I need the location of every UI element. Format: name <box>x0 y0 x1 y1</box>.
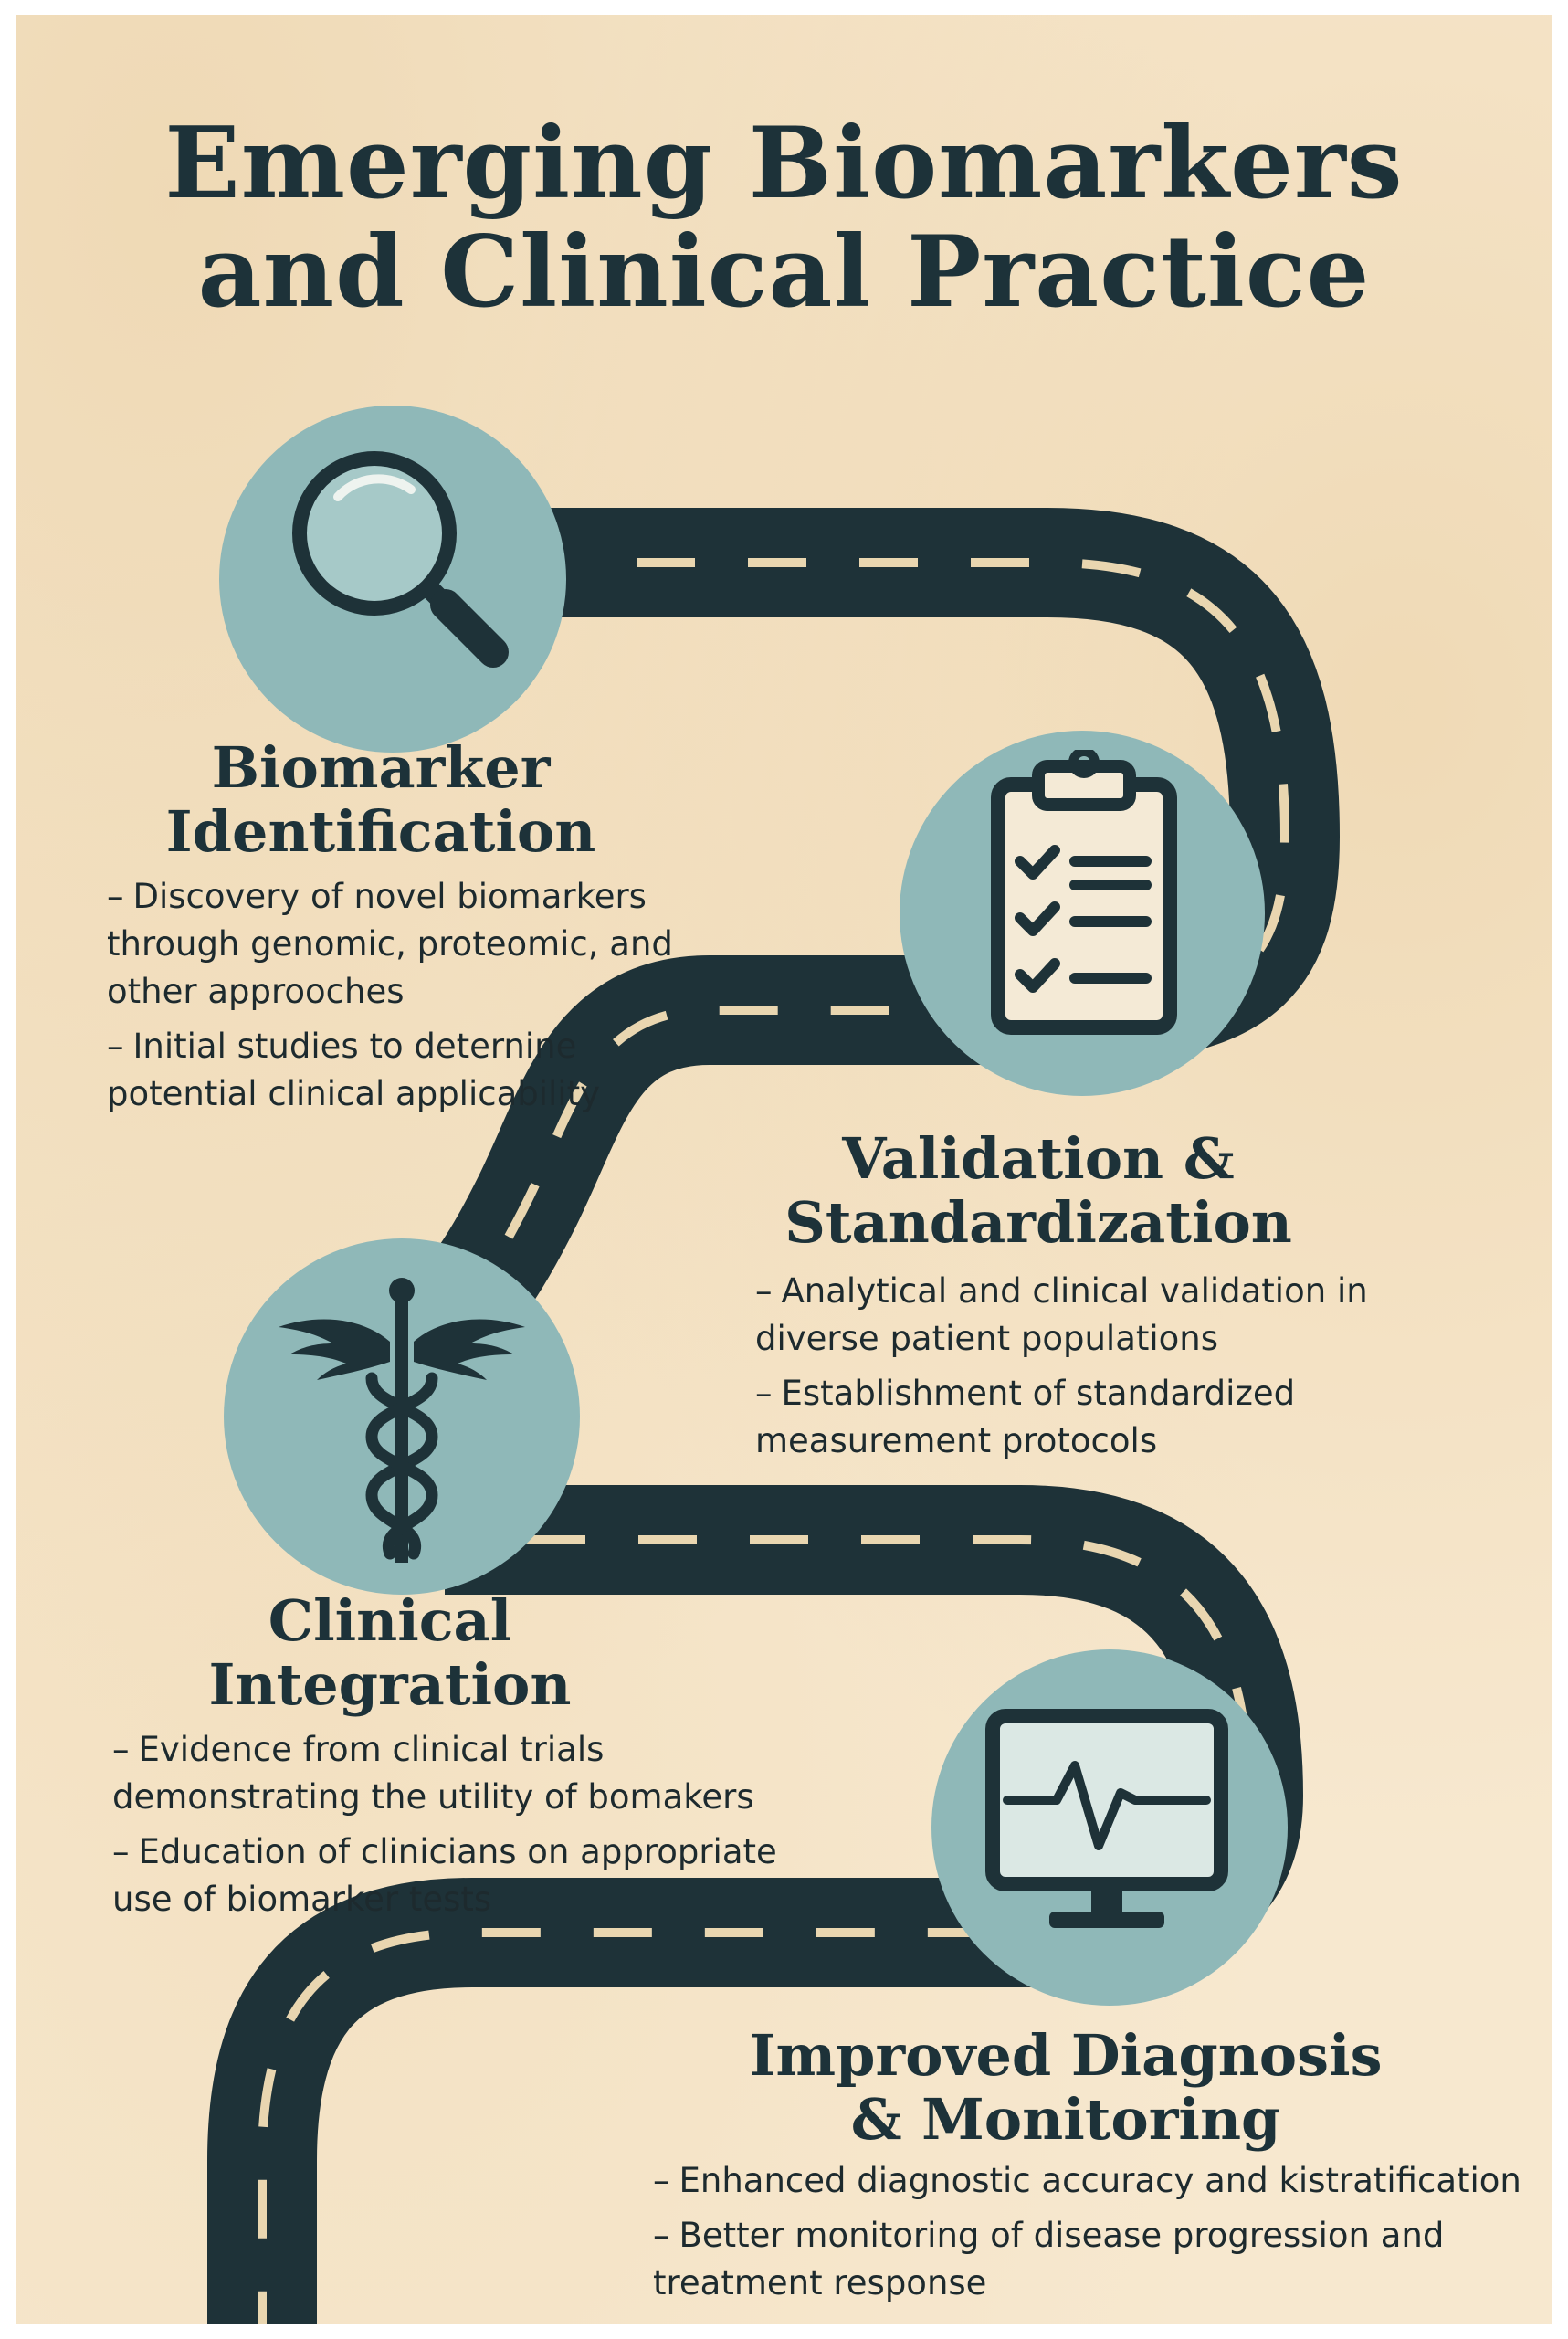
bullet-marker: – <box>107 1027 124 1066</box>
bullet-marker: – <box>755 1374 773 1413</box>
stage-2-bullet-list: –Analytical and clinical validation in d… <box>755 1268 1413 1472</box>
stage-4-bullet: –Better monitoring of disease progressio… <box>653 2212 1548 2307</box>
stage-2-bullet: –Establishment of standardized measureme… <box>755 1370 1413 1465</box>
stage-2-title-line-2: Standardization <box>784 1189 1292 1256</box>
clipboard-checklist-icon <box>991 750 1177 1035</box>
bullet-text: Enhanced diagnostic accuracy and kistrat… <box>679 2161 1521 2200</box>
stage-3-title-line-1: Clinical <box>268 1587 512 1654</box>
bullet-text: Establishment of standardized measuremen… <box>755 1374 1296 1460</box>
bullet-text: Analytical and clinical validation in di… <box>755 1271 1368 1358</box>
bullet-text: Better monitoring of disease progression… <box>653 2216 1445 2302</box>
bullet-marker: – <box>755 1271 773 1311</box>
bullet-text: Discovery of novel biomarkers through ge… <box>107 877 673 1011</box>
stage-3-bullet-list: –Evidence from clinical trials demonstra… <box>112 1726 806 1931</box>
stage-2-title-line-1: Validation & <box>842 1125 1235 1192</box>
stage-4-bullet-list: –Enhanced diagnostic accuracy and kistra… <box>653 2157 1548 2314</box>
poster-title-line-2: and Clinical Practice <box>197 215 1371 330</box>
stage-1-bullet: –Discovery of novel biomarkers through g… <box>107 873 673 1016</box>
stage-4-title-line-1: Improved Diagnosis <box>749 2022 1383 2089</box>
stage-3-title-line-2: Integration <box>208 1651 572 1718</box>
bullet-marker: – <box>112 1832 130 1871</box>
stage-1-title-line-1: Biomarker <box>211 734 551 801</box>
stage-3-bullet: –Evidence from clinical trials demonstra… <box>112 1726 806 1821</box>
heart-monitor-icon <box>985 1709 1228 1928</box>
bullet-marker: – <box>112 1730 130 1769</box>
road-center-dashes <box>258 558 1290 2324</box>
stage-4-bullet: –Enhanced diagnostic accuracy and kistra… <box>653 2157 1548 2205</box>
stage-3-bullet: –Education of clinicians on appropriate … <box>112 1828 806 1923</box>
bullet-text: Initial studies to deternine potential c… <box>107 1027 600 1113</box>
stage-2-bullet: –Analytical and clinical validation in d… <box>755 1268 1413 1363</box>
bullet-marker: – <box>107 877 124 916</box>
stage-4-title-line-2: & Monitoring <box>850 2086 1281 2153</box>
bullet-marker: – <box>653 2161 670 2200</box>
poster-title-line-1: Emerging Biomarkers <box>164 106 1404 221</box>
stage-1-title-line-2: Identification <box>165 798 596 865</box>
infographic-canvas: Emerging Biomarkers and Clinical Practic… <box>16 15 1552 2324</box>
magnifying-glass-icon <box>292 451 509 668</box>
bullet-marker: – <box>653 2216 670 2255</box>
stage-1-bullet: –Initial studies to deternine potential … <box>107 1023 673 1118</box>
caduceus-icon <box>279 1278 525 1563</box>
bullet-text: Evidence from clinical trials demonstrat… <box>112 1730 754 1817</box>
bullet-text: Education of clinicians on appropriate u… <box>112 1832 777 1919</box>
stage-1-bullet-list: –Discovery of novel biomarkers through g… <box>107 873 673 1125</box>
